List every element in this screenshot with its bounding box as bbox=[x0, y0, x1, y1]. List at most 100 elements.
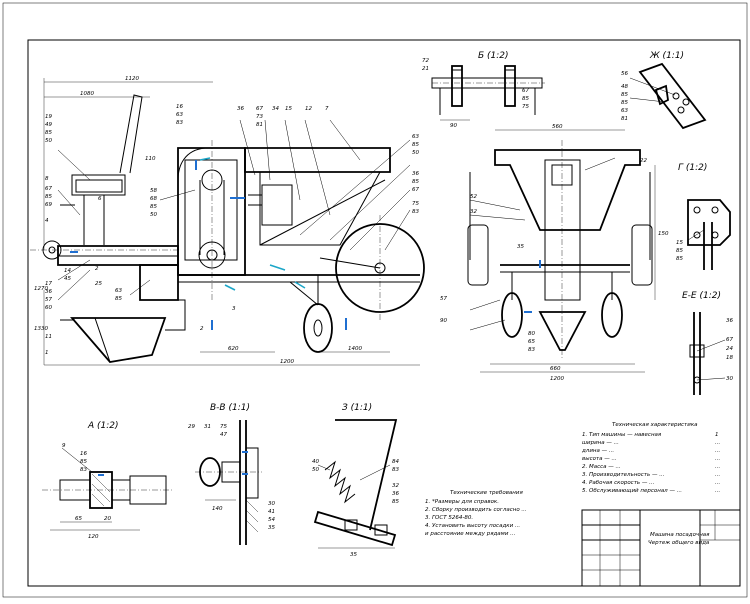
callout: 75 bbox=[220, 424, 227, 430]
dimension-label: 1330 bbox=[34, 326, 48, 332]
view-title: Г (1:2) bbox=[678, 163, 707, 173]
callout-main-left: 83 bbox=[176, 120, 183, 126]
callout: 35 bbox=[517, 244, 524, 250]
callout: 85 bbox=[621, 92, 628, 98]
callout-main-top: 36 bbox=[237, 106, 244, 112]
callout: 83 bbox=[80, 467, 87, 473]
callout: 9 bbox=[62, 443, 66, 449]
drawing-name: Машина посадочная bbox=[650, 532, 710, 538]
spec-value: ... bbox=[715, 440, 720, 446]
callout: 41 bbox=[268, 509, 275, 515]
callout-main-top: 73 bbox=[256, 114, 263, 120]
callout-main-left: 2 bbox=[200, 326, 204, 332]
callout-main-left: 25 bbox=[95, 281, 102, 287]
callout-main-left: 57 bbox=[45, 297, 52, 303]
callout-main-left: 14 bbox=[64, 268, 71, 274]
callout: 24 bbox=[726, 346, 733, 352]
callout: 35 bbox=[268, 525, 275, 531]
dimension-label: 1200 bbox=[280, 359, 294, 365]
callout: 75 bbox=[522, 104, 529, 110]
callout: 85 bbox=[676, 248, 683, 254]
dimension-label: 660 bbox=[550, 366, 561, 372]
view-vv: В-В (1:1) 29 31 75 47 30 41 54 35 140 bbox=[188, 403, 275, 545]
callout: 30 bbox=[726, 376, 733, 382]
view-z: З (1:1) 40 50 84 83 32 36 85 35 bbox=[312, 403, 399, 558]
spec-value: ... bbox=[715, 464, 720, 470]
notes-line: 1. *Размеры для справок. bbox=[425, 499, 499, 505]
callout-main-top: 81 bbox=[256, 122, 263, 128]
callout: 83 bbox=[528, 347, 535, 353]
view-title: З (1:1) bbox=[342, 403, 372, 413]
dimension-label: 560 bbox=[552, 124, 563, 130]
dimension-label: 150 bbox=[658, 231, 669, 237]
callout-main-left: 16 bbox=[176, 104, 183, 110]
callout-main-right: 83 bbox=[412, 209, 419, 215]
callout-main-right: 75 bbox=[412, 201, 419, 207]
dimension-label: 1400 bbox=[348, 346, 362, 352]
notes-line: 3. ГОСТ 5264-80. bbox=[425, 515, 473, 521]
view-ee: Е-Е (1:2) 36 67 24 18 30 bbox=[682, 291, 733, 395]
callout-main-left: 8 bbox=[45, 176, 49, 182]
callout-main-left: 50 bbox=[45, 138, 52, 144]
callout-main-left: 69 bbox=[45, 202, 52, 208]
callout-main-right: 63 bbox=[412, 134, 419, 140]
callout-main-left: 85 bbox=[150, 204, 157, 210]
view-title: Е-Е (1:2) bbox=[682, 291, 721, 301]
callout-main-left: 60 bbox=[45, 305, 52, 311]
callout: 54 bbox=[268, 517, 275, 523]
callout-main-left: 50 bbox=[150, 212, 157, 218]
callout-main-left: 67 bbox=[45, 186, 52, 192]
callout-main-right: 50 bbox=[412, 150, 419, 156]
callout: 50 bbox=[312, 467, 319, 473]
spec-value: 1 bbox=[715, 432, 719, 438]
dimension-label: 1270 bbox=[34, 286, 48, 292]
callout: 90 bbox=[440, 318, 447, 324]
callout-main-left: 49 bbox=[45, 122, 52, 128]
dimension-label: 90 bbox=[450, 123, 457, 129]
callout: 67 bbox=[726, 337, 733, 343]
callout: 85 bbox=[621, 100, 628, 106]
technical-requirements: Технические требования 1. *Размеры для с… bbox=[425, 490, 527, 537]
spec-line: ширина — ... bbox=[582, 440, 619, 446]
callout-main-top: 15 bbox=[285, 106, 292, 112]
notes-line: и расстояние между рядами ... bbox=[425, 531, 516, 537]
callout-main-left: 85 bbox=[45, 194, 52, 200]
spec-line: 4. Рабочая скорость — ... bbox=[582, 480, 655, 486]
drawing-border bbox=[27, 39, 741, 587]
callout-main-top: 12 bbox=[305, 106, 312, 112]
callout: 16 bbox=[80, 451, 87, 457]
callout-main-right: 36 bbox=[412, 171, 419, 177]
notes-line: 4. Установить высоту посадки ... bbox=[425, 523, 520, 529]
view-title: Б (1:2) bbox=[478, 51, 509, 61]
drawing-subtitle: Чертеж общего вида bbox=[648, 540, 710, 546]
callout: 15 bbox=[676, 240, 683, 246]
callout-main-top: 34 bbox=[272, 106, 279, 112]
callout: 65 bbox=[528, 339, 535, 345]
callout: 32 bbox=[392, 483, 399, 489]
callout: 36 bbox=[392, 491, 399, 497]
callout: 85 bbox=[392, 499, 399, 505]
callout-main-left: 19 bbox=[45, 114, 52, 120]
callout: 72 bbox=[422, 58, 429, 64]
callout-main-left: 4 bbox=[45, 218, 49, 224]
callout-main-left: 68 bbox=[150, 196, 157, 202]
callout-main-top: 67 bbox=[256, 106, 263, 112]
view-b: Б (1:2) 72 21 67 85 75 90 bbox=[422, 51, 545, 129]
spec-heading: Техническая характеристика bbox=[612, 422, 698, 428]
callout: 83 bbox=[392, 467, 399, 473]
callout: 85 bbox=[522, 96, 529, 102]
callout-main-left: 63 bbox=[115, 288, 122, 294]
technical-specification: Техническая характеристика 1. Тип машины… bbox=[581, 422, 720, 494]
callout: 67 bbox=[522, 88, 529, 94]
callout: 40 bbox=[312, 459, 319, 465]
callout-main-top: 7 bbox=[325, 106, 329, 112]
notes-line: 2. Сборку производить согласно ... bbox=[425, 507, 527, 513]
dimension-label: 1200 bbox=[550, 376, 564, 382]
callout-main-right: 85 bbox=[412, 179, 419, 185]
view-title: Ж (1:1) bbox=[649, 51, 684, 61]
spec-line: 5. Обслуживающий персонал — ... bbox=[582, 488, 682, 494]
callout-main-left: 85 bbox=[45, 130, 52, 136]
callout: 32 bbox=[470, 209, 477, 215]
dimension-label: 120 bbox=[88, 534, 99, 540]
